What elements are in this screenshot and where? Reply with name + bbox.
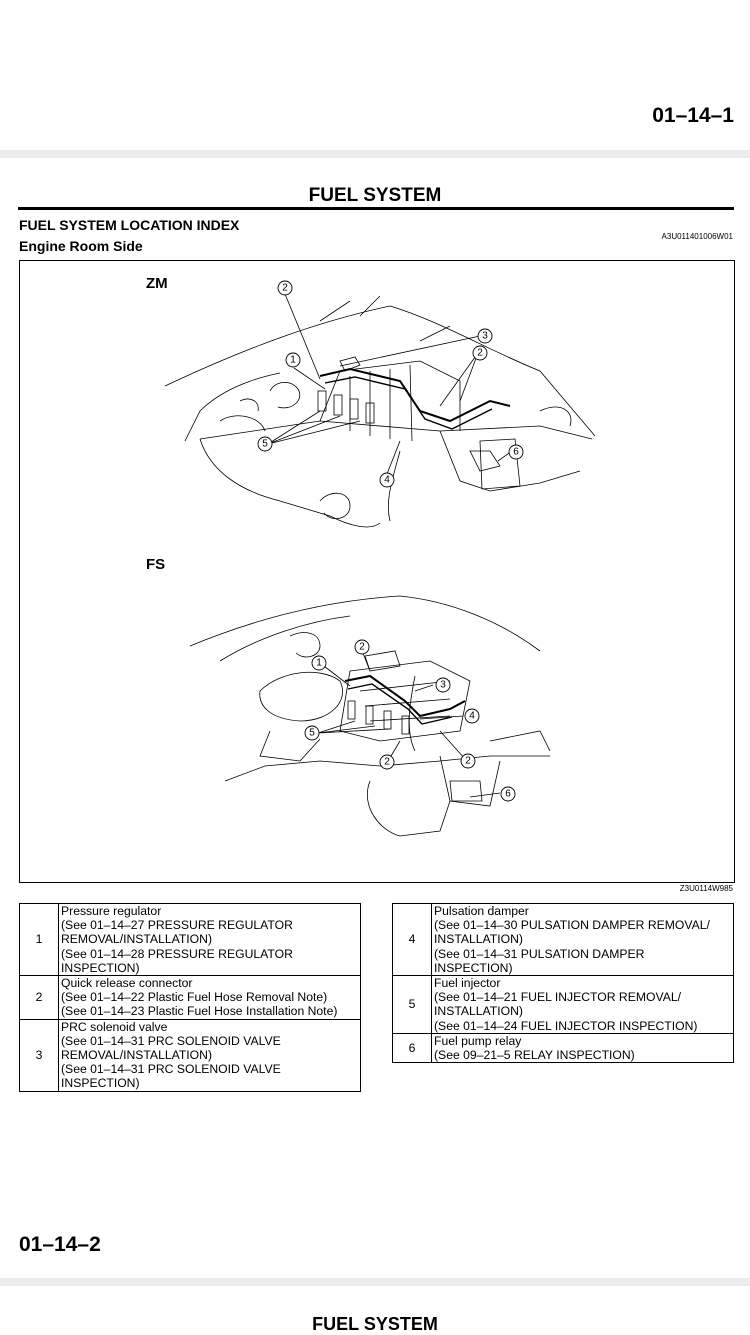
callout-fs-5 <box>304 725 320 741</box>
index-description: PRC solenoid valve(See 01–14–31 PRC SOLE… <box>58 1018 361 1092</box>
reference-line: (See 01–14–28 PRESSURE REGULATOR <box>61 946 293 961</box>
callout-fs-4 <box>464 708 480 724</box>
title-rule <box>18 207 734 210</box>
callout-fs-2c-label: 2 <box>465 756 471 767</box>
callout-fs-3-label: 3 <box>440 680 446 691</box>
reference-line: (See 01–14–31 PRC SOLENOID VALVE <box>61 1062 281 1077</box>
page-number-bottom: 01–14–2 <box>19 1233 101 1256</box>
section-sub-subtitle: Engine Room Side <box>19 238 143 254</box>
reference-line: (See 01–14–21 FUEL INJECTOR REMOVAL/ <box>434 990 682 1005</box>
callout-fs-5-label: 5 <box>309 728 315 739</box>
callout-zm-2b <box>472 345 488 361</box>
reference-line: (See 01–14–31 PULSATION DAMPER <box>434 946 645 961</box>
callout-zm-2b-label: 2 <box>477 348 483 359</box>
component-name: Pulsation damper <box>434 904 529 918</box>
fs-fuel-pipe <box>344 674 466 718</box>
callout-zm-3 <box>477 328 493 344</box>
section-title: FUEL SYSTEM <box>308 185 442 206</box>
index-number: 5 <box>392 975 432 1034</box>
index-description: Fuel injector(See 01–14–21 FUEL INJECTOR… <box>431 975 734 1034</box>
reference-line: (See 01–14–30 PULSATION DAMPER REMOVAL/ <box>434 918 710 933</box>
callout-fs-6 <box>500 786 516 802</box>
index-number: 1 <box>19 902 59 977</box>
reference-line: (See 01–14–23 Plastic Fuel Hose Installa… <box>61 1004 338 1019</box>
callout-zm-2a-label: 2 <box>282 283 288 294</box>
engine-drawing: 2 3 2 1 5 4 6 2 1 3 4 5 2 2 6 <box>164 280 596 837</box>
callout-zm-6 <box>508 444 524 460</box>
reference-line: INSTALLATION) <box>434 1004 523 1019</box>
reference-line: (See 01–14–22 Plastic Fuel Hose Removal … <box>61 990 328 1005</box>
component-name: Pressure regulator <box>61 904 162 918</box>
zm-hood-outline <box>164 305 596 437</box>
figure-code: Z3U0114W985 <box>679 884 733 893</box>
engine-room-figure: ZM FS <box>19 260 735 883</box>
reference-line: INSPECTION) <box>61 1076 140 1091</box>
component-name: Fuel pump relay <box>434 1033 522 1048</box>
callout-zm-5 <box>257 436 273 452</box>
index-number: 6 <box>392 1032 432 1064</box>
next-section-title: FUEL SYSTEM <box>312 1314 438 1334</box>
figure-label-zm: ZM <box>146 275 168 292</box>
fs-hood-outline <box>189 595 541 652</box>
reference-line: INSTALLATION) <box>434 932 523 947</box>
component-name: PRC solenoid valve <box>61 1019 168 1034</box>
index-description: Quick release connector(See 01–14–22 Pla… <box>58 975 361 1020</box>
doc-code: A3U011401006W01 <box>661 232 733 241</box>
reference-line: INSPECTION) <box>434 960 513 975</box>
figure-label-fs: FS <box>146 556 166 573</box>
component-name: Fuel injector <box>434 976 501 991</box>
callout-fs-2a-label: 2 <box>359 642 365 653</box>
callout-fs-2b-label: 2 <box>384 757 390 768</box>
callout-fs-2b <box>379 754 395 770</box>
callout-zm-1 <box>285 352 301 368</box>
page-separator-top <box>0 150 750 158</box>
index-description: Pulsation damper(See 01–14–30 PULSATION … <box>431 902 734 977</box>
callout-zm-4-label: 4 <box>384 475 390 486</box>
callout-zm-4 <box>379 472 395 488</box>
callout-zm-5-label: 5 <box>262 439 268 450</box>
reference-line: (See 01–14–27 PRESSURE REGULATOR <box>61 918 293 933</box>
callout-fs-4-label: 4 <box>469 711 475 722</box>
callout-fs-6-label: 6 <box>505 789 511 800</box>
callout-fs-2c <box>460 753 476 769</box>
reference-line: INSPECTION) <box>61 960 140 975</box>
page-separator-bottom <box>0 1278 750 1286</box>
index-number: 4 <box>392 902 432 977</box>
section-subtitle: FUEL SYSTEM LOCATION INDEX <box>19 217 240 233</box>
callout-fs-2a <box>354 639 370 655</box>
callout-zm-6-label: 6 <box>513 447 519 458</box>
reference-line: (See 01–14–31 PRC SOLENOID VALVE <box>61 1033 281 1048</box>
reference-line: (See 01–14–24 FUEL INJECTOR INSPECTION) <box>434 1018 698 1033</box>
callout-zm-2a <box>277 280 293 296</box>
callout-fs-1-label: 1 <box>316 658 322 669</box>
reference-line: (See 09–21–5 RELAY INSPECTION) <box>434 1048 635 1063</box>
component-name: Quick release connector <box>61 976 193 991</box>
callout-fs-1 <box>311 655 327 671</box>
index-description: Pressure regulator(See 01–14–27 PRESSURE… <box>58 902 361 977</box>
reference-line: REMOVAL/INSTALLATION) <box>61 1048 213 1063</box>
index-description: Fuel pump relay(See 09–21–5 RELAY INSPEC… <box>431 1032 734 1064</box>
page-number-top: 01–14–1 <box>652 104 734 127</box>
callout-zm-3-label: 3 <box>482 331 488 342</box>
index-number: 3 <box>19 1018 59 1092</box>
index-number: 2 <box>19 975 59 1020</box>
zm-fuel-pipe <box>319 367 511 423</box>
reference-line: REMOVAL/INSTALLATION) <box>61 932 213 947</box>
callout-zm-1-label: 1 <box>290 355 296 366</box>
callout-fs-3 <box>435 677 451 693</box>
